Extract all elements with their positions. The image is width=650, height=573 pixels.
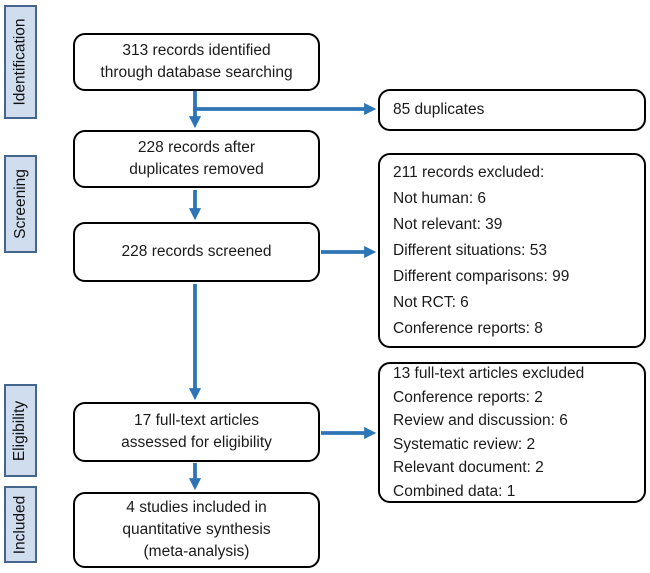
- box-text-line: duplicates removed: [129, 161, 264, 178]
- box-records-after-duplicates: 228 records after duplicates removed: [73, 130, 320, 188]
- stage-label-text: Screening: [11, 169, 29, 239]
- box-records-screened: 228 records screened: [73, 222, 320, 282]
- box-text-line: 85 duplicates: [393, 101, 485, 118]
- box-text-line: through database searching: [100, 64, 293, 81]
- box-studies-included: 4 studies included in quantitative synth…: [73, 492, 320, 568]
- box-text-line: Conference reports: 2: [393, 388, 543, 406]
- box-text-line: Systematic review: 2: [393, 435, 536, 453]
- box-text-line: (meta-analysis): [143, 543, 250, 560]
- box-records-excluded: 211 records excluded: Not human: 6 Not r…: [378, 153, 646, 348]
- stage-label-eligibility: Eligibility: [4, 384, 37, 477]
- box-records-identified: 313 records identified through database …: [73, 33, 320, 91]
- box-text-line: 4 studies included in: [126, 499, 267, 516]
- stage-label-text: Eligibility: [11, 400, 29, 461]
- box-text-line: Conference reports: 8: [393, 319, 543, 337]
- stage-label-text: Identification: [11, 18, 29, 106]
- stage-label-screening: Screening: [4, 155, 37, 253]
- box-text-line: 211 records excluded:: [393, 163, 545, 181]
- box-text-line: Different comparisons: 99: [393, 267, 570, 285]
- box-text-line: Not relevant: 39: [393, 215, 503, 233]
- box-text-line: Combined data: 1: [393, 482, 516, 500]
- box-text-line: Not human: 6: [393, 189, 487, 207]
- box-text-line: 313 records identified: [122, 42, 271, 59]
- box-text-line: Not RCT: 6: [393, 293, 469, 311]
- box-fulltext-assessed: 17 full-text articles assessed for eligi…: [73, 402, 320, 462]
- box-text-line: quantitative synthesis: [122, 521, 271, 538]
- box-text-line: 228 records screened: [121, 243, 272, 260]
- box-text-line: assessed for eligibility: [121, 434, 272, 451]
- box-text-line: Review and discussion: 6: [393, 412, 568, 429]
- stage-label-text: Included: [11, 495, 29, 554]
- box-duplicates: 85 duplicates: [378, 89, 646, 131]
- box-text-line: Different situations: 53: [393, 241, 547, 259]
- stage-label-identification: Identification: [4, 5, 37, 119]
- box-fulltext-excluded: 13 full-text articles excluded Conferenc…: [378, 362, 646, 503]
- box-text-line: 13 full-text articles excluded: [393, 365, 585, 382]
- stage-label-included: Included: [4, 486, 37, 563]
- box-text-line: Relevant document: 2: [393, 459, 544, 476]
- box-text-line: 17 full-text articles: [134, 412, 259, 429]
- box-text-line: 228 records after: [137, 139, 256, 156]
